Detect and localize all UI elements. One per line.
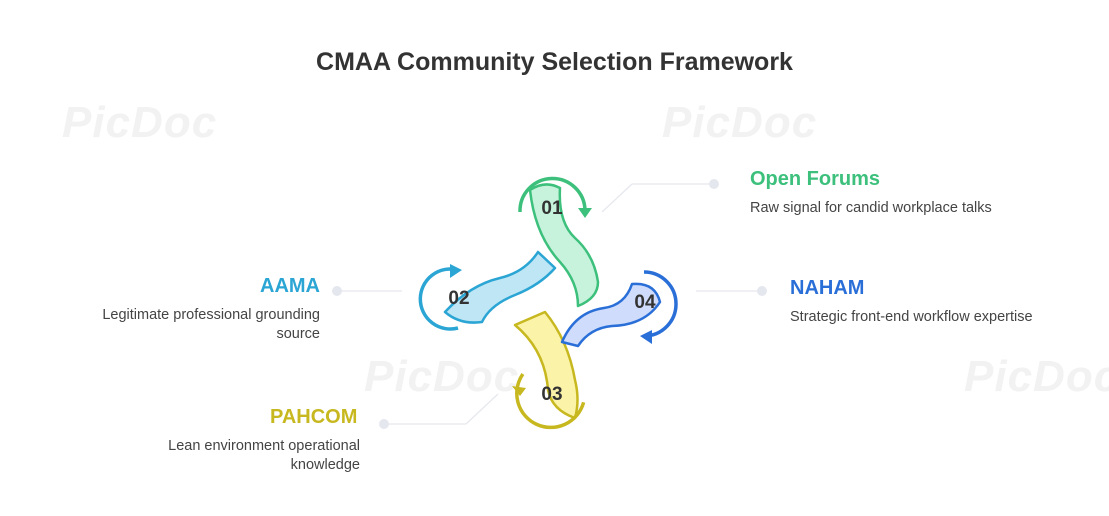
petal-01 (518, 176, 600, 308)
step-number-04: 04 (634, 292, 656, 313)
watermark: PicDoc (964, 352, 1109, 401)
connector-dot-04 (757, 286, 767, 296)
item-description: Strategic front-end workflow expertise (790, 309, 1033, 325)
connector-dot-03 (379, 419, 389, 429)
step-number-03: 03 (541, 384, 562, 405)
petal-02 (418, 250, 557, 331)
diagram-title: CMAA Community Selection Framework (316, 48, 793, 76)
item-heading: AAMA (260, 275, 320, 297)
item-heading: PAHCOM (270, 406, 358, 428)
item-naham: NAHAM Strategic front-end workflow exper… (790, 277, 1090, 327)
petal-03 (512, 310, 586, 430)
item-description: Legitimate professional grounding source (102, 307, 320, 342)
connector-dot-01 (709, 179, 719, 189)
step-number-02: 02 (448, 288, 469, 309)
connector-line-03 (465, 393, 499, 425)
item-description: Raw signal for candid workplace talks (750, 200, 992, 216)
connector-lines (332, 179, 767, 429)
item-description: Lean environment operational knowledge (168, 438, 360, 473)
item-pahcom: PAHCOM Lean environment operational know… (120, 406, 360, 475)
petal-04 (560, 270, 678, 348)
item-aama: AAMA Legitimate professional grounding s… (60, 275, 320, 344)
watermark: PicDoc (364, 352, 520, 401)
watermark: PicDoc (62, 98, 218, 147)
item-heading: NAHAM (790, 277, 865, 299)
item-open-forums: Open Forums Raw signal for candid workpl… (750, 168, 1080, 218)
connector-dot-02 (332, 286, 342, 296)
connector-line-01 (601, 183, 633, 213)
watermark: PicDoc (662, 98, 818, 147)
item-heading: Open Forums (750, 168, 881, 190)
step-number-01: 01 (541, 198, 563, 219)
